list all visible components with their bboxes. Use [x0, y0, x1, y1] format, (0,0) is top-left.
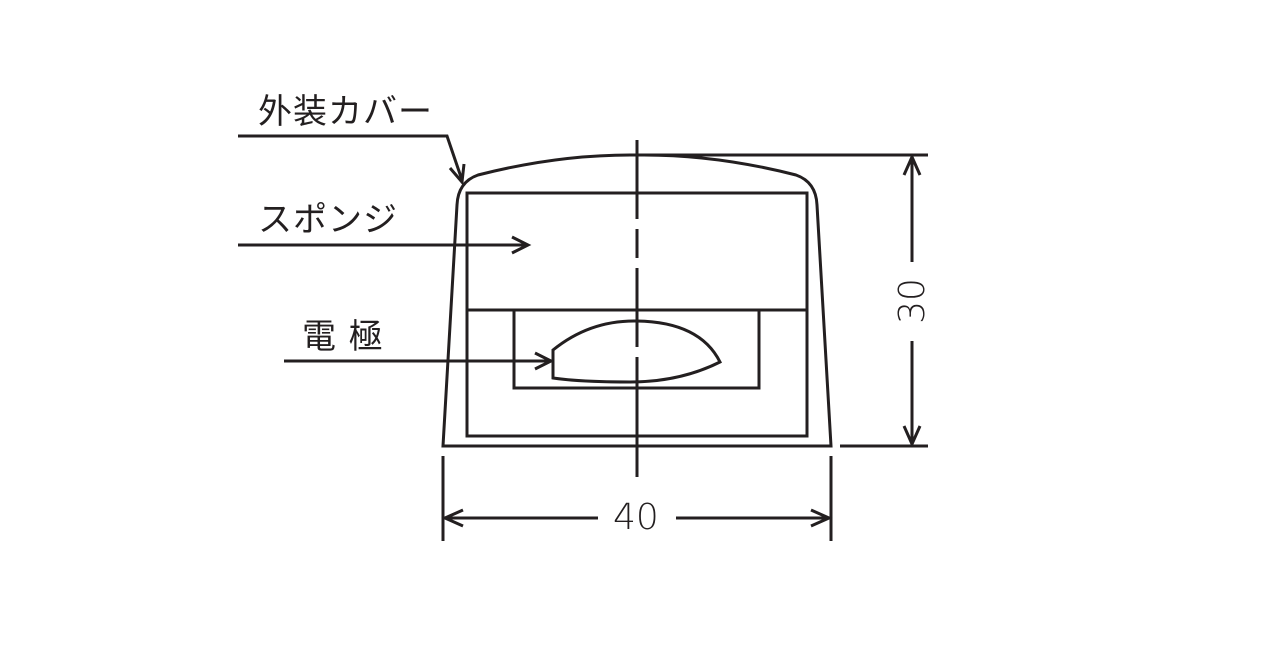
label-electrode: 電 極	[302, 317, 384, 357]
dimension-height-value: 30	[891, 278, 933, 324]
label-outer-cover: 外装カバー	[258, 92, 433, 132]
width-dimension	[441, 456, 833, 541]
label-sponge: スポンジ	[258, 200, 398, 240]
height-dimension	[645, 153, 928, 448]
dimension-width-value: 40	[613, 497, 659, 538]
electrode-shape	[551, 319, 723, 384]
leader-sponge	[238, 235, 532, 255]
leader-electrode	[284, 351, 555, 371]
leader-outer-cover	[238, 134, 466, 186]
